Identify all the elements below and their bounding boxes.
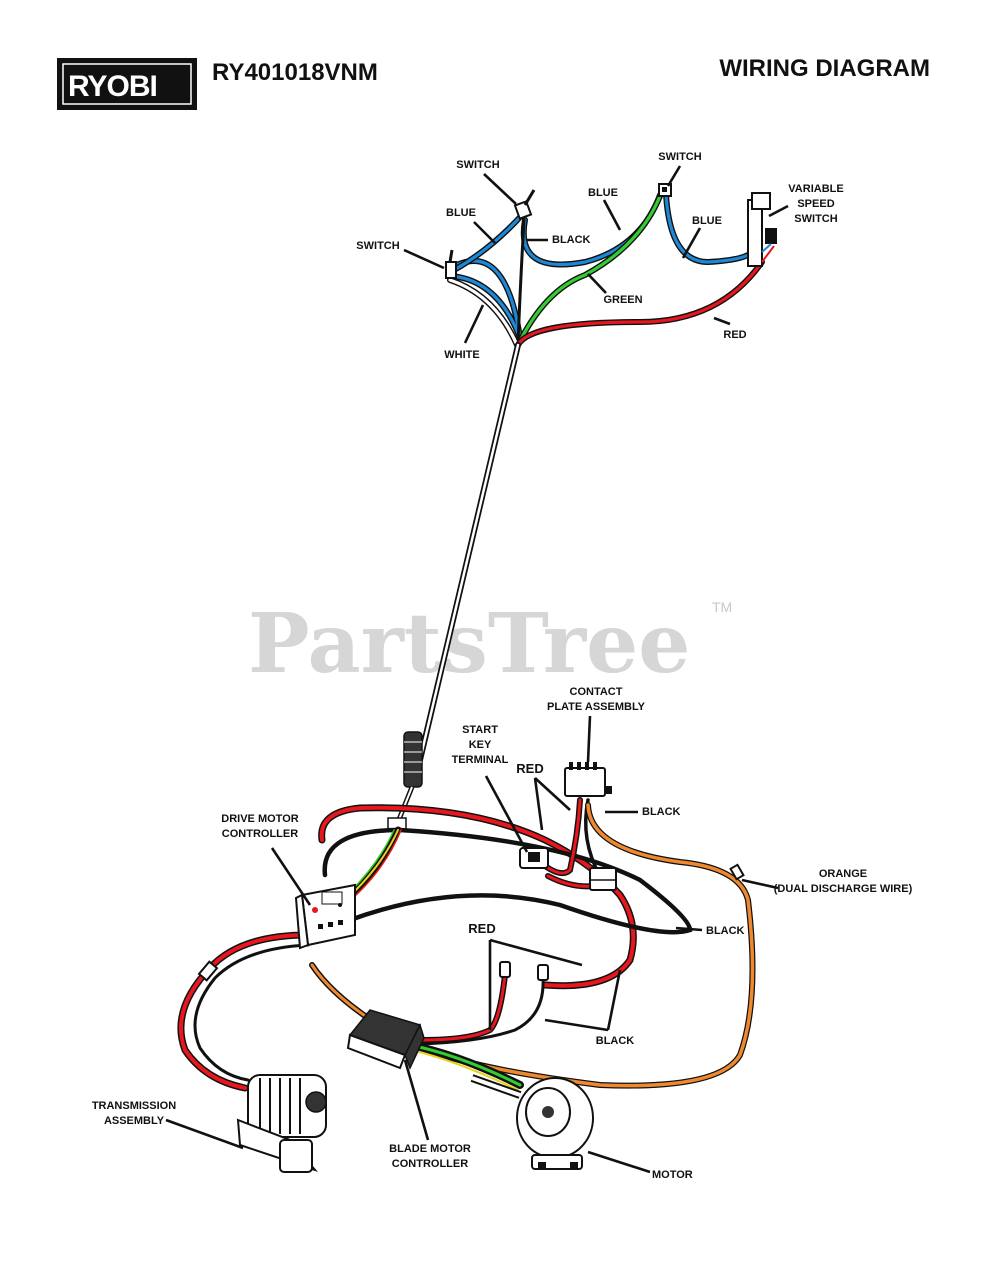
labels: SWITCH SWITCH SWITCH BLUE BLUE BLUE BLAC… — [92, 151, 913, 1181]
label-orange-1: ORANGE — [819, 868, 867, 880]
label-contact-plate-2: PLATE ASSEMBLY — [547, 701, 646, 713]
label-black-contact: BLACK — [642, 806, 681, 818]
switch-left-part — [445, 249, 457, 279]
label-variable-speed-switch-2: SPEED — [797, 198, 834, 210]
drive-motor-controller-part — [294, 883, 356, 950]
switch-right-part — [658, 183, 672, 197]
variable-speed-switch-part — [747, 192, 777, 267]
label-start-key-1: START — [462, 724, 498, 736]
label-switch-left: SWITCH — [356, 240, 399, 252]
lower-wiring — [177, 797, 756, 1092]
label-blade-motor-2: CONTROLLER — [392, 1158, 468, 1170]
inline-connector-orange — [729, 863, 745, 881]
wire-blue-right — [663, 191, 755, 266]
wire-green-motor — [406, 1041, 524, 1089]
start-key-terminal-part — [519, 847, 549, 869]
handle-wiring — [417, 191, 765, 763]
label-drive-motor-1: DRIVE MOTOR — [221, 813, 298, 825]
label-contact-plate-1: CONTACT — [570, 686, 623, 698]
label-red-mid: RED — [468, 921, 495, 936]
label-blade-motor-1: BLADE MOTOR — [389, 1143, 471, 1155]
loop-connector-part — [589, 867, 617, 891]
wire-orange — [417, 802, 756, 1089]
switch-top-part — [513, 189, 536, 220]
label-switch-top: SWITCH — [456, 159, 499, 171]
label-start-key-2: KEY — [469, 739, 492, 751]
blade-motor-controller-part — [346, 1009, 425, 1070]
top-leaders — [403, 165, 789, 344]
brand-text: RYOBI — [68, 70, 157, 103]
section-title: WIRING DIAGRAM — [719, 55, 930, 82]
cable-connector — [387, 731, 423, 831]
label-black-right: BLACK — [706, 925, 745, 937]
label-start-key-3: TERMINAL — [452, 754, 509, 766]
label-red-start: RED — [516, 761, 543, 776]
model-number: RY401018VNM — [212, 59, 378, 86]
label-variable-speed-switch-1: VARIABLE — [788, 183, 843, 195]
bracket-leaders — [488, 777, 622, 1032]
label-variable-speed-switch-3: SWITCH — [794, 213, 837, 225]
label-white: WHITE — [444, 349, 479, 361]
label-blue-left: BLUE — [446, 207, 476, 219]
label-orange-2: (DUAL DISCHARGE WIRE) — [774, 883, 913, 895]
ryobi-logo: RYOBI — [57, 58, 197, 110]
lower-leaders — [165, 715, 779, 1174]
label-blue-right: BLUE — [692, 215, 722, 227]
transmission-assembly-part — [236, 1074, 327, 1173]
wire-red-terminal-1 — [417, 972, 508, 1043]
label-black-bottom: BLACK — [596, 1035, 635, 1047]
wire-black-top — [516, 218, 526, 347]
label-transmission-1: TRANSMISSION — [92, 1100, 176, 1112]
label-red-top: RED — [723, 329, 746, 341]
label-black-top: BLACK — [552, 234, 591, 246]
contact-plate-assembly-part — [564, 762, 612, 797]
wire-black-terminal-2 — [418, 976, 545, 1046]
inline-connector-red — [197, 960, 219, 982]
motor-part — [470, 1074, 594, 1170]
label-transmission-2: ASSEMBLY — [104, 1115, 165, 1127]
watermark-tm: TM — [712, 599, 732, 615]
watermark: PartsTree — [248, 596, 690, 692]
blade-terminals — [499, 961, 549, 981]
label-motor: MOTOR — [652, 1169, 693, 1181]
label-green: GREEN — [603, 294, 642, 306]
label-switch-right: SWITCH — [658, 151, 701, 163]
label-blue-mid: BLUE — [588, 187, 618, 199]
wire-black-loop — [322, 827, 693, 935]
label-drive-motor-2: CONTROLLER — [222, 828, 298, 840]
